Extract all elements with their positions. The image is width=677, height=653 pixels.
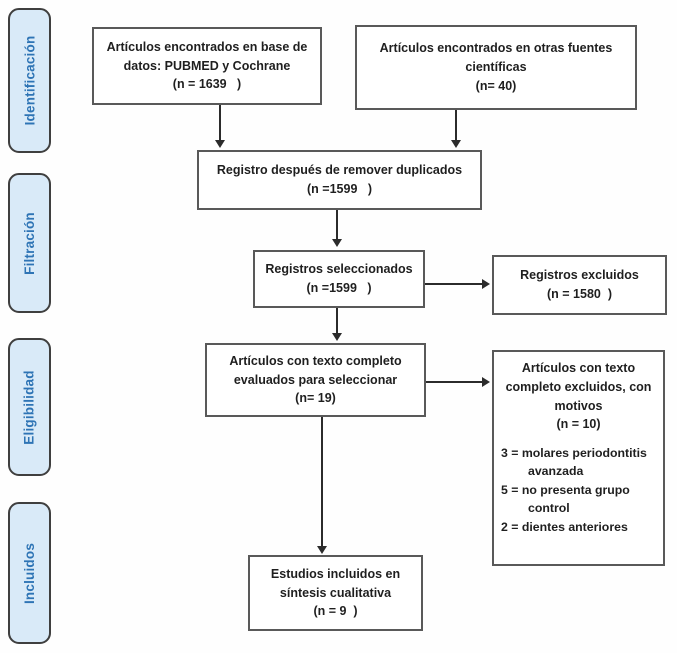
arrow-screened-to-fulltext — [336, 308, 338, 334]
node-records-excluded-count: (n = 1580 ) — [547, 287, 612, 301]
stage-identificacion: Identificación — [8, 8, 51, 153]
node-databases-line: datos: PUBMED y Cochrane — [123, 58, 291, 73]
stage-filtracion-label: Filtración — [22, 211, 38, 275]
arrow-databases-to-dedup — [219, 105, 221, 141]
arrow-fulltext-to-included — [321, 417, 323, 547]
stage-identificacion-label: Identificación — [22, 35, 37, 126]
node-screened-line: Registros seleccionados — [265, 262, 413, 277]
node-screened-count: (n =1599 ) — [306, 281, 372, 295]
exclusion-reason: 2 = dientes anteriores — [501, 519, 628, 534]
arrow-screened-to-excluded — [425, 283, 483, 285]
node-included-studies-count: (n = 9 ) — [313, 604, 358, 619]
node-included-studies-line: síntesis cualitativa — [279, 585, 392, 600]
stage-eligibilidad: Eligibilidad — [8, 338, 51, 476]
node-fulltext-excluded: Artículos con texto completo excluidos, … — [492, 350, 665, 566]
node-included-studies: Estudios incluidos en síntesis cualitati… — [248, 555, 423, 631]
stage-incluidos-label: Incluidos — [22, 542, 37, 604]
node-fulltext-assessed-count: (n= 19) — [295, 391, 336, 406]
node-databases: Artículos encontrados en base de datos: … — [92, 27, 322, 105]
exclusion-reason: 3 = molares periodontitis avanzada — [501, 446, 647, 479]
node-other-sources-line: científicas — [465, 60, 527, 75]
node-after-duplicates-count: (n =1599 ) — [307, 182, 372, 196]
node-screened: Registros seleccionados (n =1599 ) — [253, 250, 425, 308]
node-other-sources-count: (n= 40) — [475, 78, 517, 93]
node-databases-count: (n = 1639 ) — [172, 77, 242, 92]
node-fulltext-excluded-line: Artículos con texto — [521, 361, 636, 375]
node-fulltext-excluded-line: motivos — [554, 398, 603, 413]
exclusion-reasons-list: 3 = molares periodontitis avanzada 5 = n… — [494, 444, 663, 536]
node-fulltext-assessed-line: Artículos con texto completo — [229, 353, 402, 368]
node-records-excluded: Registros excluidos (n = 1580 ) — [492, 255, 667, 315]
arrow-dedup-to-screened — [336, 210, 338, 240]
node-after-duplicates: Registro después de remover duplicados (… — [197, 150, 482, 210]
node-records-excluded-line: Registros excluidos — [520, 268, 639, 283]
node-other-sources-line: Artículos encontrados en otras fuentes — [379, 41, 613, 56]
stage-incluidos: Incluidos — [8, 502, 51, 644]
node-included-studies-line: Estudios incluidos en — [270, 566, 401, 581]
arrow-fulltext-to-excluded — [426, 381, 483, 383]
exclusion-reason: 5 = no presenta grupo control — [501, 482, 630, 516]
node-other-sources: Artículos encontrados en otras fuentes c… — [355, 25, 637, 110]
node-fulltext-assessed-line: evaluados para seleccionar — [233, 372, 398, 387]
stage-filtracion: Filtración — [8, 173, 51, 313]
arrow-other-sources-to-dedup — [455, 110, 457, 141]
node-after-duplicates-line: Registro después de remover duplicados — [216, 163, 463, 178]
node-fulltext-excluded-count: (n = 10) — [556, 417, 601, 432]
node-fulltext-excluded-line: completo excluidos, con — [505, 379, 652, 394]
node-databases-line: Artículos encontrados en base de — [106, 39, 308, 54]
node-fulltext-assessed: Artículos con texto completo evaluados p… — [205, 343, 426, 417]
stage-eligibilidad-label: Eligibilidad — [22, 369, 37, 445]
